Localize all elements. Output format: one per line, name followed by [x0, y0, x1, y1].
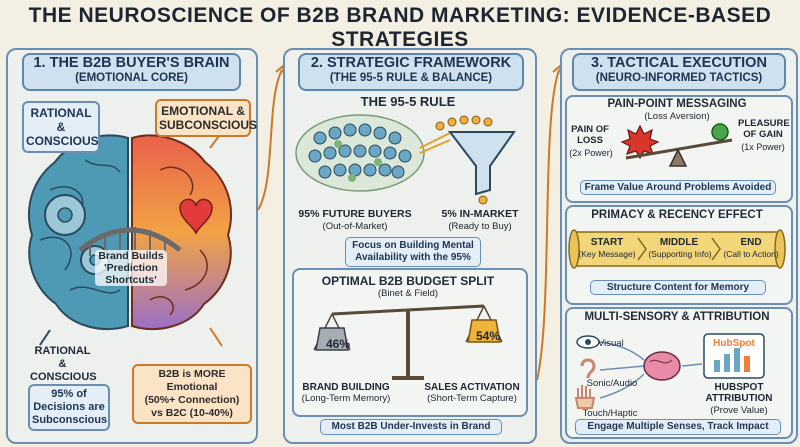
pain-of-loss-label: PAIN OF LOSS — [571, 124, 609, 146]
budget-title: OPTIMAL B2B BUDGET SPLIT — [321, 274, 495, 288]
hubspot-logo: HubSpot — [713, 338, 755, 349]
start-sub: (Key Message) — [578, 249, 636, 259]
rule-title: THE 95-5 RULE — [360, 94, 456, 109]
pain-point-footer: Frame Value Around Problems Avoided — [580, 180, 776, 195]
future-buyers-title: 95% FUTURE BUYERS — [298, 208, 412, 220]
rational-conscious-top-label: RATIONAL & CONSCIOUS — [22, 101, 100, 153]
sensory-footer: Engage Multiple Senses, Track Impact — [575, 419, 781, 435]
panel2-heading: 2. STRATEGIC FRAMEWORK — [310, 55, 512, 71]
panel3-subheading: (NEURO-INFORMED TACTICS) — [595, 72, 763, 84]
panel2-header: 2. STRATEGIC FRAMEWORK (THE 95-5 RULE & … — [298, 53, 524, 91]
budget-sub: (Binet & Field) — [377, 288, 439, 299]
sales-percent: 54% — [475, 329, 501, 343]
panel3-header: 3. TACTICAL EXECUTION (NEURO-INFORMED TA… — [572, 53, 786, 91]
pleasure-of-gain-label: PLEASURE OF GAIN — [738, 118, 790, 140]
hubspot-attribution-label: HUBSPOT ATTRIBUTION — [705, 382, 773, 404]
balance-scale-illustration — [313, 304, 503, 380]
panel1-subheading: (EMOTIONAL CORE) — [75, 72, 188, 84]
pleasure-of-gain-power: (1x Power) — [741, 142, 785, 152]
crowd-funnel-illustration — [295, 114, 516, 205]
end-label: END — [740, 237, 762, 248]
pain-of-loss-power: (2x Power) — [569, 148, 613, 158]
heart-icon — [179, 198, 213, 235]
b2b-emotional-line3: vs B2C (10-40%) — [151, 407, 233, 419]
bridge-icon — [78, 227, 182, 252]
primacy-title: PRIMACY & RECENCY EFFECT — [591, 209, 763, 221]
loss-aversion-seesaw — [620, 123, 733, 167]
primacy-footer: Structure Content for Memory — [590, 280, 766, 295]
pain-point-title: PAIN-POINT MESSAGING — [607, 98, 747, 110]
sonic-label: Sonic/Audio — [586, 378, 638, 389]
panel2-subheading: (THE 95-5 RULE & BALANCE) — [329, 72, 493, 84]
visual-label: Visual — [598, 338, 624, 349]
subconscious-stat: 95% of Decisions are Subconscious — [28, 384, 110, 431]
ear-icon — [580, 358, 596, 379]
b2b-emotional-line2: (50%+ Connection) — [144, 394, 240, 406]
in-market-sub: (Ready to Buy) — [448, 221, 512, 232]
bridge-label: Brand Builds 'Prediction Shortcuts' — [95, 250, 167, 286]
sales-activation-label: SALES ACTIVATION — [424, 382, 520, 393]
panel1-header: 1. THE B2B BUYER'S BRAIN (EMOTIONAL CORE… — [22, 53, 241, 91]
panel3-heading: 3. TACTICAL EXECUTION — [591, 55, 767, 71]
sensory-title: MULTI-SENSORY & ATTRIBUTION — [584, 311, 770, 323]
end-sub: (Call to Action) — [723, 249, 779, 259]
pain-point-sub: (Loss Aversion) — [644, 111, 710, 122]
under-invest-footer: Most B2B Under-Invests in Brand — [320, 419, 502, 435]
start-label: START — [590, 237, 624, 248]
in-market-title: 5% IN-MARKET — [441, 208, 519, 220]
middle-sub: (Supporting Info) — [648, 249, 712, 259]
sales-weight — [467, 319, 501, 343]
emotional-subconscious-label: EMOTIONAL & SUBCONSCIOUS — [155, 99, 257, 137]
future-buyers-sub: (Out-of-Market) — [322, 221, 388, 232]
funnel-icon — [447, 131, 516, 196]
brand-building-sub: (Long-Term Memory) — [301, 393, 391, 404]
brain-icon — [643, 351, 681, 381]
connector-arrow-2 — [536, 63, 562, 381]
senses-illustration — [574, 333, 765, 409]
middle-label: MIDDLE — [659, 237, 699, 248]
sales-activation-sub: (Short-Term Capture) — [427, 393, 517, 404]
hubspot-attribution-sub: (Prove Value) — [710, 405, 768, 416]
hand-icon — [574, 385, 596, 409]
gain-ball-icon — [711, 123, 729, 141]
b2b-emotional-line1: B2B is MORE Emotional — [158, 368, 226, 393]
brand-building-label: BRAND BUILDING — [302, 382, 390, 393]
connector-arrow-1 — [257, 63, 285, 211]
scroll-illustration — [568, 229, 786, 269]
brand-weight — [315, 327, 349, 351]
loss-burst-icon — [620, 124, 660, 160]
panel1-heading: 1. THE B2B BUYER'S BRAIN — [33, 55, 230, 71]
rational-conscious-bottom-label: RATIONAL & CONSCIOUS — [30, 345, 97, 383]
touch-label: Touch/Haptic — [582, 408, 638, 419]
page-title: THE NEUROSCIENCE OF B2B BRAND MARKETING:… — [28, 4, 772, 51]
mental-availability-note: Focus on Building Mental Availability wi… — [345, 237, 481, 267]
b2b-emotional-stat: B2B is MORE Emotional (50%+ Connection) … — [132, 364, 252, 424]
brand-percent: 46% — [325, 337, 351, 351]
